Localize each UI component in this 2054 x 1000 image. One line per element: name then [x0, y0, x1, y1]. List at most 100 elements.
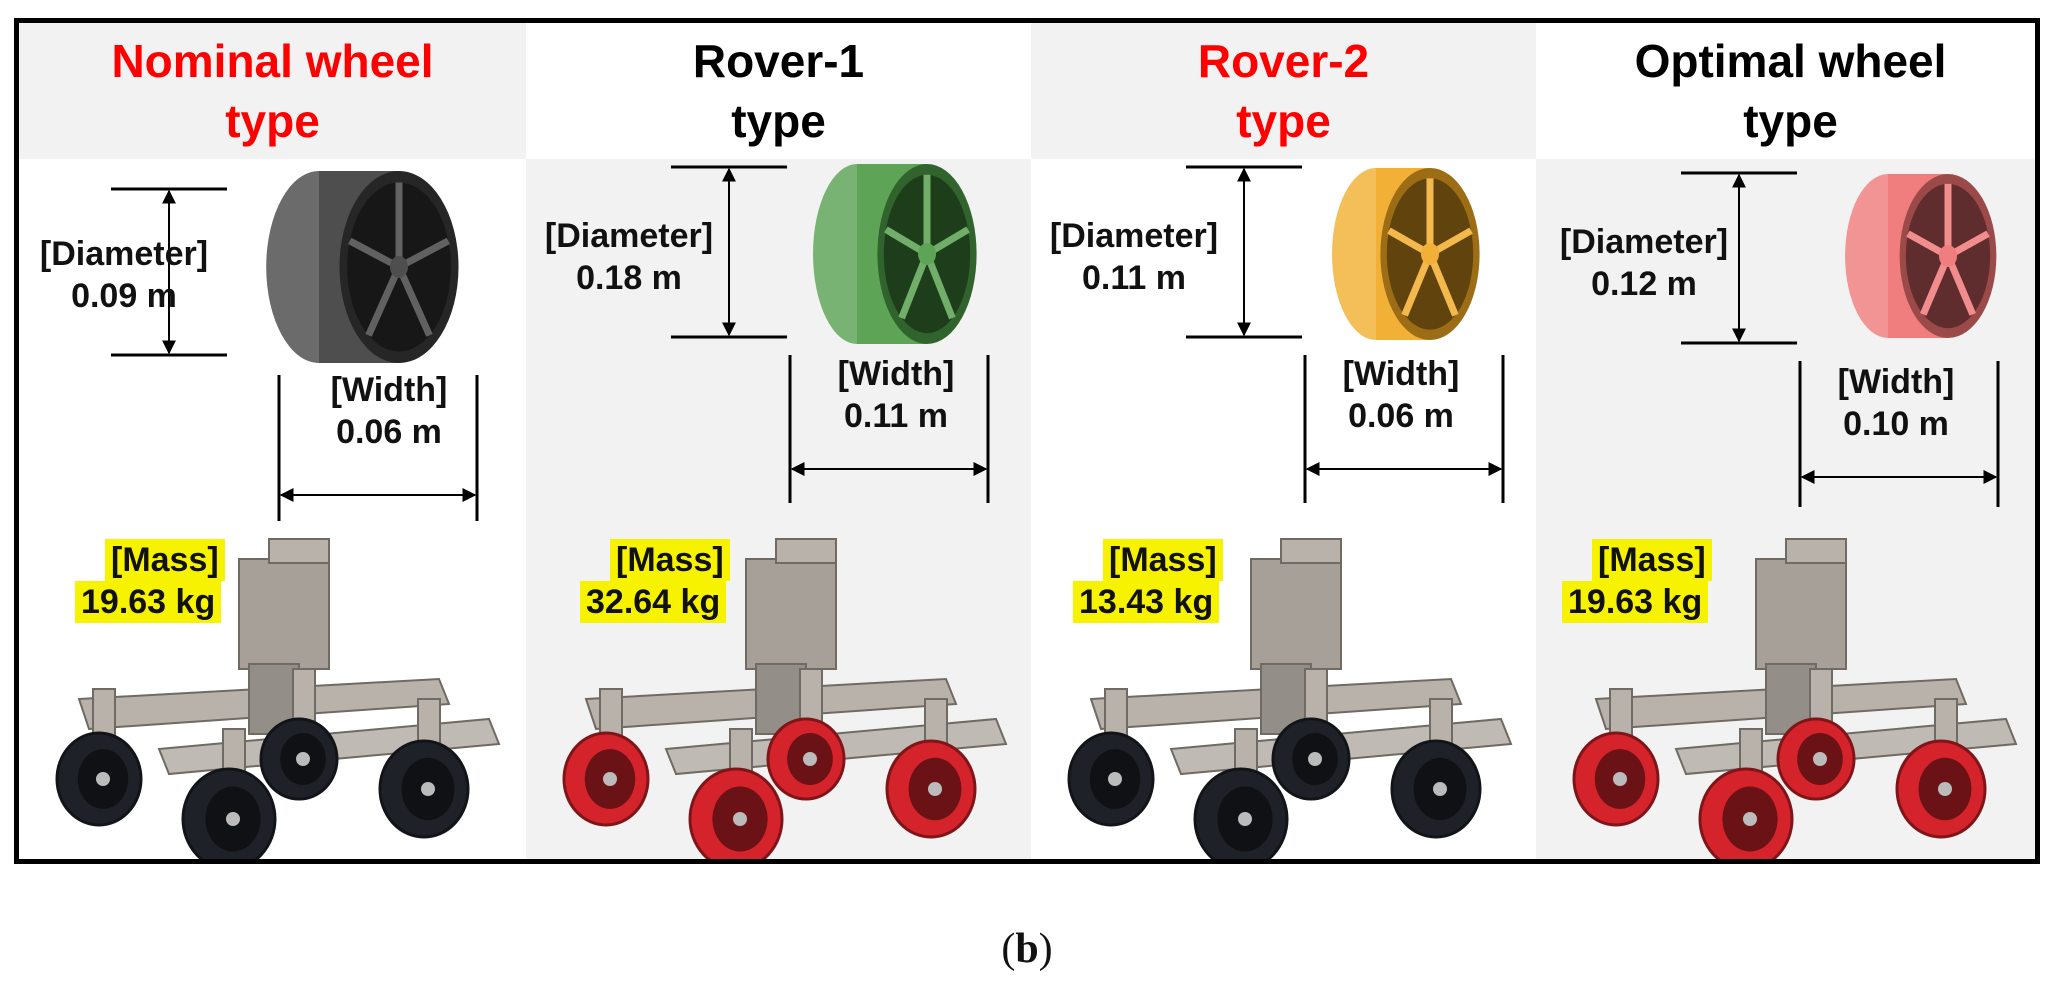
rover-wheel-hub [1613, 772, 1627, 786]
panel-nominal-wheel: Nominal wheel type [Diameter] 0.09 m [Wi… [19, 23, 526, 859]
wheel-hub [918, 243, 936, 265]
rover-render [1067, 538, 1513, 859]
width-annotation: [Width] 0.06 m [289, 369, 489, 453]
rover-assembly [562, 538, 1008, 859]
panel-title-line2: type [1236, 95, 1331, 147]
diameter-label: [Diameter] [39, 235, 209, 273]
diameter-label: [Diameter] [1049, 217, 1219, 255]
rover-wheel-hub [96, 772, 110, 786]
rover-wheel-hub [928, 782, 942, 796]
width-annotation: [Width] 0.11 m [796, 353, 996, 437]
width-value: 0.06 m [336, 413, 442, 451]
rover-mast-top [1280, 538, 1342, 564]
wheel-spoke [1426, 252, 1459, 317]
panel-title-line1: Rover-2 [1197, 35, 1370, 87]
rover-wheel-hub [296, 752, 310, 766]
diameter-annotation: [Diameter] 0.11 m [1034, 215, 1234, 299]
caption-close: ) [1038, 926, 1053, 972]
rover-wheel-hub [226, 812, 240, 826]
panel-body: [Diameter] 0.12 m [Width] 0.10 m [Mass] … [1536, 159, 2035, 859]
rover-mast [1755, 558, 1847, 670]
panel-header: Rover-1 type [526, 23, 1031, 159]
panel-rover-2: Rover-2 type [Diameter] 0.11 m [Width] 0… [1031, 23, 1536, 859]
dimension-lines [1681, 171, 2000, 507]
wheel-spoke [395, 265, 433, 337]
panel-title-line2: type [1743, 95, 1838, 147]
rover-render [562, 538, 1008, 859]
diameter-annotation: [Diameter] 0.18 m [529, 215, 729, 299]
width-value: 0.11 m [844, 397, 948, 435]
dimension-lines [111, 187, 479, 521]
panel-header: Optimal wheel type [1536, 23, 2035, 159]
wheel-comparison-figure: Nominal wheel type [Diameter] 0.09 m [Wi… [14, 18, 2040, 864]
width-label: [Width] [330, 371, 448, 409]
wheel-render [813, 164, 977, 344]
caption-open: ( [1001, 926, 1016, 972]
diameter-value: 0.12 m [1591, 265, 1697, 303]
rover-wheel-hub [1743, 812, 1757, 826]
rover-wheel-hub [421, 782, 435, 796]
mass-label: [Mass] [610, 539, 730, 581]
rover-render [1572, 538, 2018, 859]
panel-body: [Diameter] 0.09 m [Width] 0.06 m [Mass] … [19, 159, 526, 859]
caption-letter: b [1015, 926, 1039, 972]
diameter-label: [Diameter] [544, 217, 714, 255]
panel-rover-1: Rover-1 type [Diameter] 0.18 m [Width] 0… [526, 23, 1031, 859]
rover-mast-top [775, 538, 837, 564]
rover-mast-top [268, 538, 330, 564]
diameter-annotation: [Diameter] 0.09 m [24, 233, 224, 317]
panel-title-line2: type [225, 95, 320, 147]
rover-wheel-hub [1433, 782, 1447, 796]
panel-title-line1: Rover-1 [692, 35, 865, 87]
rover-mast-top [1785, 538, 1847, 564]
rover-wheel-hub [603, 772, 617, 786]
mass-label: [Mass] [1592, 539, 1712, 581]
wheel-hub [1421, 243, 1439, 265]
wheel-spoke [898, 252, 931, 320]
rover-assembly [1067, 538, 1513, 859]
width-annotation: [Width] 0.10 m [1796, 361, 1996, 445]
wheel-hub [390, 256, 408, 278]
figure-caption: (b) [0, 925, 2054, 973]
rover-wheel-hub [733, 812, 747, 826]
rover-assembly [55, 538, 501, 859]
panel-header: Rover-2 type [1031, 23, 1536, 159]
panel-optimal-wheel: Optimal wheel type [Diameter] 0.12 m [Wi… [1536, 23, 2035, 859]
rover-mast [745, 558, 837, 670]
rover-wheel-hub [1813, 752, 1827, 766]
width-annotation: [Width] 0.06 m [1301, 353, 1501, 437]
panel-body: [Diameter] 0.18 m [Width] 0.11 m [Mass] … [526, 159, 1031, 859]
wheel-render [1845, 174, 1997, 338]
wheel-spoke [923, 252, 956, 320]
diameter-value: 0.18 m [576, 259, 682, 297]
mass-value: 19.63 kg [1562, 581, 1709, 623]
width-label: [Width] [1342, 355, 1460, 393]
diameter-annotation: [Diameter] 0.12 m [1544, 221, 1744, 305]
diameter-label: [Diameter] [1559, 223, 1729, 261]
mass-value: 32.64 kg [580, 581, 727, 623]
wheel-spoke [1401, 252, 1434, 317]
rover-wheel-hub [1108, 772, 1122, 786]
panel-title-line1: Optimal wheel [1634, 35, 1947, 87]
mass-value: 19.63 kg [75, 581, 222, 623]
mass-label: [Mass] [1103, 539, 1223, 581]
diameter-value: 0.09 m [71, 277, 177, 315]
rover-mast [1250, 558, 1342, 670]
diameter-value: 0.11 m [1082, 259, 1186, 297]
wheel-render [266, 171, 459, 363]
dimension-lines [671, 165, 990, 503]
panel-header: Nominal wheel type [19, 23, 526, 159]
wheel-render [1332, 168, 1480, 340]
width-label: [Width] [1837, 363, 1955, 401]
width-value: 0.06 m [1348, 397, 1454, 435]
rover-wheel-hub [1938, 782, 1952, 796]
dimension-lines [1186, 165, 1505, 503]
mass-label: [Mass] [105, 539, 225, 581]
wheel-hub [1939, 245, 1957, 267]
width-value: 0.10 m [1843, 405, 1949, 443]
rover-wheel-hub [803, 752, 817, 766]
width-label: [Width] [837, 355, 955, 393]
panel-body: [Diameter] 0.11 m [Width] 0.06 m [Mass] … [1031, 159, 1536, 859]
rover-mast [238, 558, 330, 670]
panel-title-line1: Nominal wheel [111, 35, 434, 87]
